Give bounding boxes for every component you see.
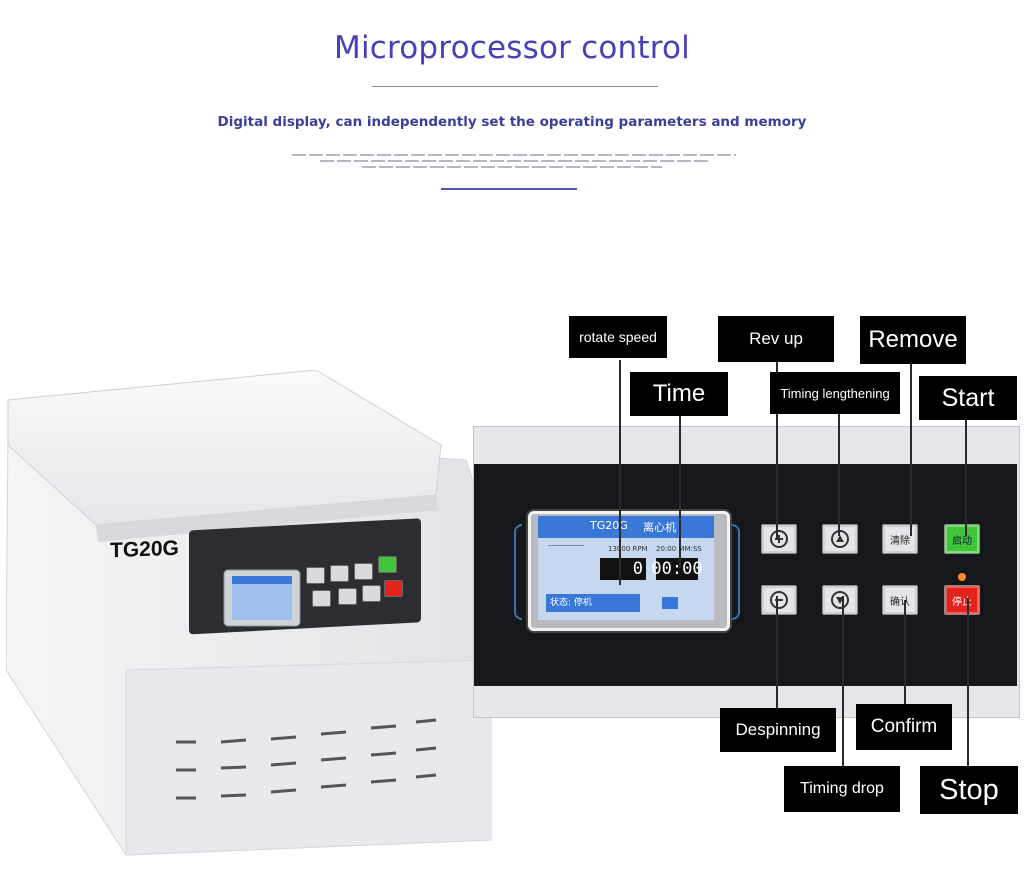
section-divider [441, 188, 577, 190]
device-stop-button [384, 580, 403, 597]
leader-line [965, 420, 967, 536]
centrifuge-illustration [6, 370, 492, 856]
lcd-time-value: 00:00 [651, 558, 703, 580]
callout-remove: Remove [860, 316, 966, 364]
fine-print-line [362, 166, 662, 168]
leader-line [679, 416, 681, 568]
triangle-up-icon [831, 530, 849, 548]
device-button [362, 585, 381, 602]
start-button[interactable]: 启动 [944, 524, 980, 554]
timing-lengthening-button[interactable] [822, 524, 858, 554]
lcd-status-bar: 状态: 停机 [546, 594, 640, 612]
callout-stop: Stop [920, 766, 1018, 814]
timing-drop-button[interactable] [822, 585, 858, 615]
stop-button[interactable]: 停止 [944, 585, 980, 615]
minus-icon [770, 591, 788, 609]
device-button [354, 563, 373, 580]
callout-confirm: Confirm [856, 704, 952, 750]
lcd-indicator [662, 597, 678, 609]
screen-bracket [732, 524, 740, 620]
device-button [330, 565, 349, 582]
leader-line [776, 596, 778, 708]
device-start-button [378, 556, 397, 573]
lcd-header-model: TG20G [590, 519, 628, 532]
device-model-label: TG20G [110, 536, 179, 563]
remove-button[interactable]: 清除 [882, 524, 918, 554]
plus-icon [770, 530, 788, 548]
start-button-label: 启动 [952, 535, 972, 547]
lcd-small-text [548, 545, 584, 576]
callout-timing-lengthening: Timing lengthening [770, 372, 900, 414]
stop-button-label: 停止 [952, 596, 972, 608]
device-button [312, 590, 331, 607]
callout-despinning: Despinning [720, 708, 836, 752]
callout-rev-up: Rev up [718, 316, 834, 362]
screen-bracket [514, 524, 522, 620]
power-indicator-led [958, 573, 966, 581]
leader-line [776, 362, 778, 539]
callout-timing-drop: Timing drop [784, 766, 900, 812]
fine-print-line [292, 154, 736, 156]
confirm-button-label: 确认 [890, 596, 910, 608]
lcd-speed-unit: 13000 RPM [608, 545, 648, 553]
callout-start: Start [919, 376, 1017, 420]
lcd-speed-value: 0 [600, 558, 646, 580]
triangle-down-icon [831, 591, 849, 609]
leader-line [904, 600, 906, 704]
lcd-time-unit: 20:00 MM:SS [656, 545, 702, 553]
leader-line [910, 364, 912, 536]
page-title: Microprocessor control [334, 30, 690, 66]
page-subtitle: Digital display, can independently set t… [217, 114, 807, 130]
despinning-button[interactable] [761, 585, 797, 615]
device-button [338, 588, 357, 605]
title-divider [372, 86, 658, 87]
leader-line [619, 360, 621, 585]
leader-line [838, 414, 840, 536]
leader-line [842, 596, 844, 766]
fine-print-line [320, 160, 708, 162]
lcd-header [538, 516, 714, 538]
callout-time: Time [630, 372, 728, 416]
rev-up-button[interactable] [761, 524, 797, 554]
device-button [306, 567, 325, 584]
lcd-header-name: 离心机 [643, 521, 676, 534]
confirm-button[interactable]: 确认 [882, 585, 918, 615]
callout-rotate-speed: rotate speed [569, 316, 667, 358]
leader-line [967, 598, 969, 766]
remove-button-label: 清除 [890, 535, 910, 547]
